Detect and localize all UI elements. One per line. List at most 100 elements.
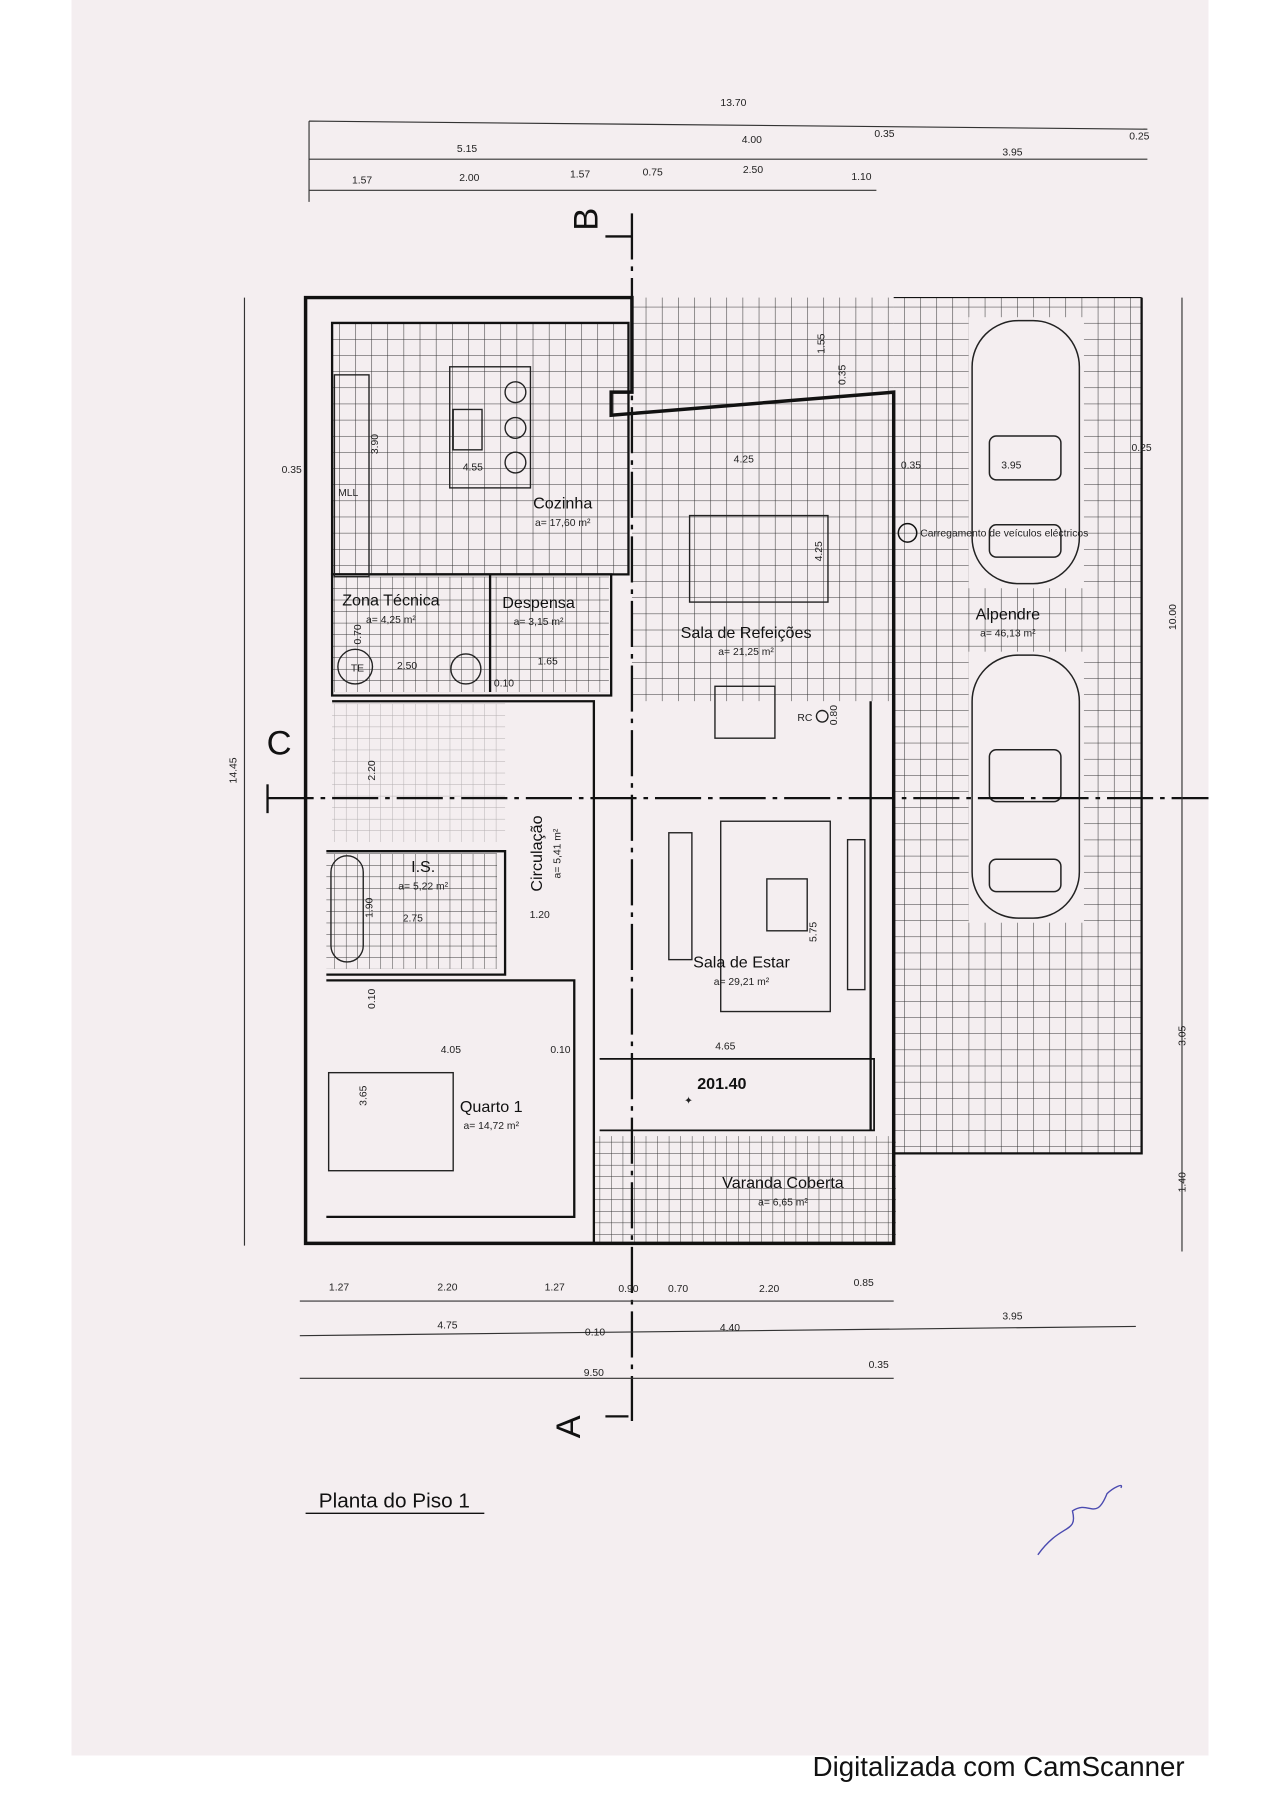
dimension-label: 13.70 [720,98,746,109]
dimension-label: 0.25 [1129,132,1149,143]
dimension-label: 5.15 [457,144,477,155]
tv-unit [846,838,866,991]
dimension-label: 1.27 [329,1283,349,1294]
dimension-label: 0.85 [854,1278,874,1289]
room-area: a= 5,41 m² [552,828,563,878]
dimension-label: 0.80 [829,705,840,725]
dimension-lines [243,120,1183,1379]
dimension-label: 0.35 [282,465,302,476]
dimension-label: 2.50 [743,165,763,176]
dimension-label: 0.10 [494,678,514,689]
room-area: a= 4,25 m² [366,615,416,626]
rc-icon [815,709,829,723]
dimension-label: 1.65 [538,656,558,667]
elevation-marker-icon: ✦ [684,1096,693,1107]
dimension-label: 2.00 [459,173,479,184]
bedroom-floor [326,980,575,1240]
dimension-label: 5.75 [808,922,819,942]
dimension-label: 1.57 [570,170,590,181]
section-label-b: B [567,208,605,231]
dimension-label: 3.05 [1177,1025,1188,1045]
rc-symbol: RC [797,713,812,724]
parking-bay [968,651,1084,923]
dimension-label: 0.25 [1132,443,1152,454]
ev-charging-label: Carregamento de veículos eléctricos [920,528,1088,539]
signature [1037,1484,1123,1556]
section-label-a: A [550,1415,588,1438]
dimension-label: 4.05 [441,1045,461,1056]
dimension-label: 1.40 [1177,1172,1188,1192]
room-name: Despensa [502,594,575,612]
room-area: a= 14,72 m² [463,1121,519,1132]
kitchen-counter [333,374,370,578]
dimension-label: 2.20 [367,760,378,780]
bed [327,1071,454,1172]
dimension-label: 2.20 [437,1283,457,1294]
dimension-label: 4.00 [742,135,762,146]
room-name: Varanda Coberta [722,1174,844,1192]
dimension-label: 4.25 [734,455,754,466]
room-area: a= 29,21 m² [714,977,770,988]
car-icon [971,319,1081,585]
dimension-label: 0.70 [668,1284,688,1295]
room-area: a= 3,15 m² [514,617,564,628]
dimension-label: 10.00 [1168,604,1179,630]
parking-bay [968,317,1084,589]
room-area: a= 17,60 m² [535,518,591,529]
counter [714,685,776,739]
dimension-label: 4.25 [814,541,825,561]
cars [971,319,1081,919]
living-floor [599,701,894,1129]
stool-icon [504,451,527,474]
stool-icon [504,416,527,439]
dimension-label: 3.95 [1002,148,1022,159]
dimension-label: 1.27 [545,1283,565,1294]
dimension-label: 0.10 [585,1328,605,1339]
dimension-label: 4.40 [720,1323,740,1334]
dining-table [688,514,829,603]
bathtub-icon [330,855,364,963]
dimension-label: 3.95 [1002,1311,1022,1322]
dimension-label: 3.65 [359,1085,370,1105]
room-area: a= 6,65 m² [758,1197,808,1208]
dimension-label: 0.35 [869,1360,889,1371]
dimension-label: 0.10 [367,989,378,1009]
camscanner-watermark: Digitalizada com CamScanner [813,1751,1185,1782]
rug [720,820,831,1013]
ev-charger-icon [897,522,918,543]
dimension-label: 1.90 [364,897,375,917]
room-area: a= 21,25 m² [718,647,774,658]
room-area: a= 5,22 m² [398,881,448,892]
plan-labels: 13.70 5.15 4.00 0.35 3.95 0.25 1.57 2.00 1.57 0.7… [228,98,1188,1782]
dimension-label: 0.35 [901,460,921,471]
stool-icon [504,381,527,404]
dimension-label: 1.55 [817,333,828,353]
dimension-label: 2.20 [759,1284,779,1295]
dimension-label: 1.10 [851,172,871,183]
dimension-label: 0.90 [618,1284,638,1295]
drawing-title: Planta do Piso 1 [319,1489,470,1512]
car-dimension: 3.95 [1001,460,1021,471]
room-name: I.S. [411,858,435,876]
water-heater-icon [337,648,374,685]
dimension-label: 14.45 [228,757,239,783]
room-name: Sala de Estar [693,954,790,972]
dimension-label: 0.10 [550,1045,570,1056]
car-icon [971,654,1081,919]
dimension-label: 0.70 [353,624,364,644]
dimension-label: 2.75 [403,914,423,925]
room-name: Zona Técnica [342,592,439,610]
dimension-label: 2.50 [397,661,417,672]
dimension-label: 3.90 [370,434,381,454]
dimension-label: 9.50 [584,1368,604,1379]
dimension-label: 0.75 [643,167,663,178]
dimension-label: 1.57 [352,175,372,186]
kitchen-island [449,366,532,489]
section-label-c: C [267,724,292,762]
dimension-label: 0.35 [874,129,894,140]
furniture [327,366,866,1172]
dimension-label: 1.20 [530,910,550,921]
sofa [668,832,693,961]
